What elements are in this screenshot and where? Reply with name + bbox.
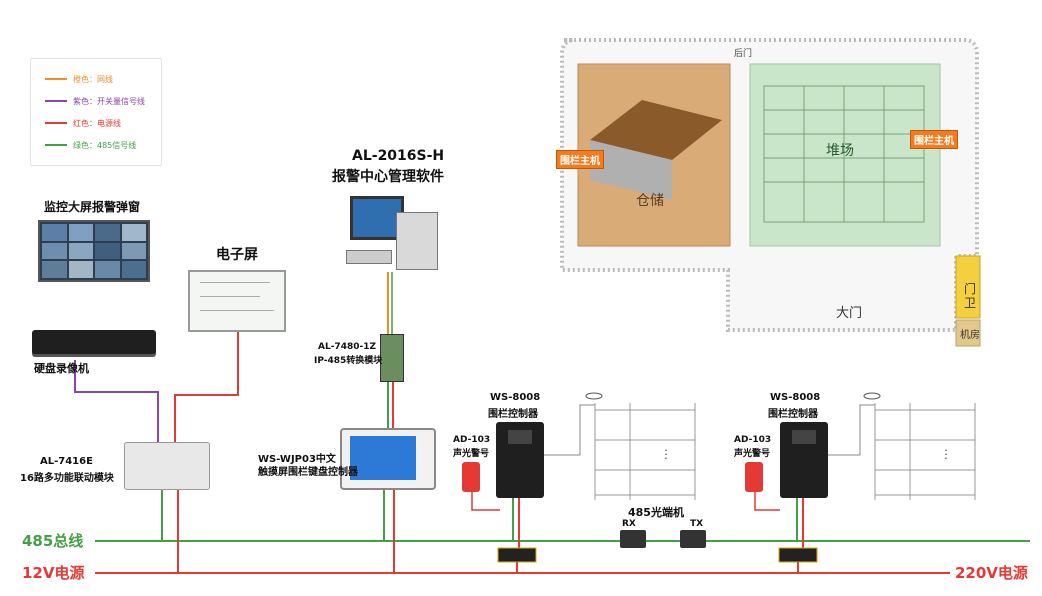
ctrl1-fence-wire	[543, 404, 595, 456]
power-12v-label: 12V电源	[22, 564, 85, 582]
keypad-model: WS-WJP03中文	[258, 454, 336, 465]
siren-2-name: 声光警号	[734, 449, 771, 459]
legend-item-power: 红色：电源线	[45, 117, 121, 129]
linkage-model: AL-7416E	[40, 456, 93, 467]
power-box-2	[778, 547, 818, 563]
legend-item-rs485: 绿色：485信号线	[45, 139, 136, 151]
fiber-tx-device	[680, 530, 706, 548]
linkage-module-image	[124, 442, 210, 490]
fiber-tx-label: TX	[690, 519, 704, 529]
machine-room-label: 机房	[960, 330, 980, 341]
pc-keyboard-image	[346, 250, 392, 264]
converter-image	[380, 334, 404, 382]
pc-tower-image	[396, 212, 438, 270]
pc-monitor-image	[350, 196, 404, 240]
main-gate-label: 大门	[836, 306, 863, 321]
legend-item-signal: 紫色：开关量信号线	[45, 95, 145, 107]
keypad-name: 触摸屏围栏键盘控制器	[258, 467, 358, 478]
controller-2-image	[780, 422, 828, 498]
power-box-1	[497, 547, 537, 563]
power-220v-label: 220V电源	[955, 564, 1028, 582]
controller-2-name: 围栏控制器	[768, 409, 818, 420]
screen-power-wire	[174, 332, 239, 442]
site-map-svg	[560, 38, 981, 347]
site-map	[552, 30, 982, 350]
controller-1-model: WS-8008	[490, 392, 541, 403]
fence-2-dots: ⋮	[940, 447, 952, 461]
nvr-image	[32, 330, 156, 354]
back-gate-label: 后门	[734, 49, 753, 59]
fiber-rx-device	[620, 530, 646, 548]
nvr-signal-wire	[74, 360, 159, 442]
siren-1-image	[462, 462, 480, 492]
fiber-rx-label: RX	[622, 519, 636, 529]
wire-legend: 橙色：网线 紫色：开关量信号线 红色：电源线 绿色：485信号线	[30, 58, 162, 166]
storage-label: 堆场	[826, 143, 854, 159]
linkage-name: 16路多功能联动模块	[20, 473, 114, 484]
fence-1-pole-top	[585, 392, 603, 400]
nvr-label: 硬盘录像机	[34, 362, 89, 375]
controller-2-model: WS-8008	[770, 392, 821, 403]
ctrl2-fence-wire	[826, 404, 875, 456]
siren-1-name: 声光警号	[453, 449, 490, 459]
siren2-wire	[754, 492, 780, 511]
guard-label: 门卫	[964, 282, 977, 310]
fence-1	[594, 403, 696, 500]
controller-1-name: 围栏控制器	[488, 409, 538, 420]
siren-2-image	[745, 462, 763, 492]
fiber-label: 485光端机	[628, 506, 684, 519]
keypad-image	[340, 428, 436, 490]
siren1-wire	[471, 492, 500, 511]
warehouse-label: 仓储	[636, 193, 664, 209]
video-wall-label: 监控大屏报警弹窗	[44, 200, 141, 214]
fence-host-left-tag: 围栏主机	[556, 150, 604, 169]
siren-2-model: AD-103	[734, 435, 772, 445]
converter-model: AL-7480-1Z	[318, 342, 377, 352]
converter-name: IP-485转换模块	[314, 356, 383, 366]
fence-1-dots: ⋮	[660, 447, 672, 461]
rs485-bus-label: 485总线	[22, 532, 84, 550]
fence-host-right-tag: 围栏主机	[910, 130, 958, 149]
screen-label: 电子屏	[216, 247, 258, 263]
siren-1-model: AD-103	[453, 435, 491, 445]
software-name: 报警中心管理软件	[332, 169, 444, 185]
legend-item-network: 橙色：网线	[45, 73, 113, 85]
fence-2	[874, 403, 976, 500]
software-model: AL-2016S-H	[352, 148, 445, 164]
controller-1-image	[496, 422, 544, 498]
video-wall-image	[38, 220, 150, 282]
electronic-screen-image	[188, 270, 286, 332]
fence-2-pole-top	[863, 392, 881, 400]
